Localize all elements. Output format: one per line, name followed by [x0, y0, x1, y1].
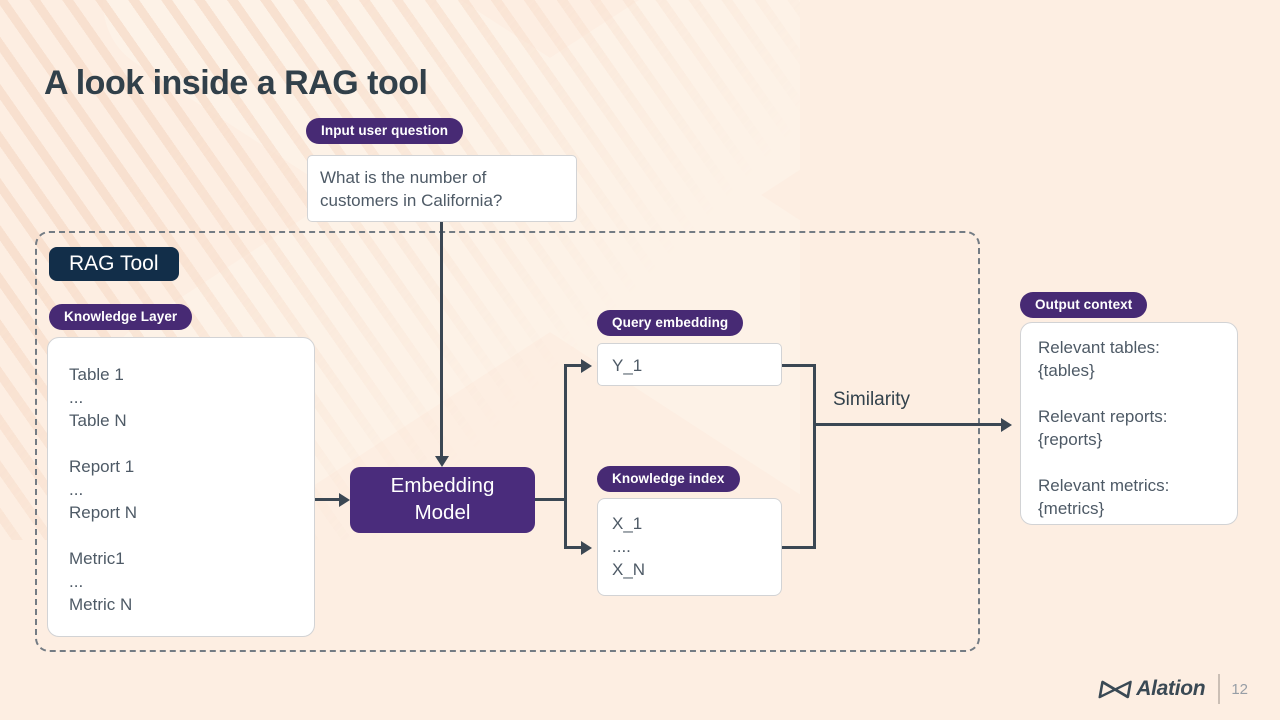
knowledge-layer-badge: Knowledge Layer	[49, 304, 193, 330]
arrowhead-right-output	[1001, 417, 1012, 432]
similarity-label: Similarity	[833, 389, 911, 410]
question-box: What is the number of customers in Calif…	[307, 155, 577, 222]
output-line: Relevant metrics:	[1038, 476, 1170, 495]
output-line: Relevant reports:	[1038, 407, 1168, 426]
arrowhead-right-query	[581, 358, 592, 373]
footer-divider	[1218, 674, 1221, 704]
question-line: What is the number of	[320, 168, 487, 187]
arrowhead-right-embedding	[339, 492, 350, 507]
embedding-model-label: Embedding	[390, 474, 495, 497]
output-line: Relevant tables:	[1038, 338, 1160, 357]
knowledge-item: ...	[69, 388, 84, 407]
knowledge-index-value: ....	[612, 537, 631, 556]
output-line: {reports}	[1038, 430, 1103, 449]
knowledge-item: Metric N	[69, 595, 133, 614]
output-line-gap	[1038, 382, 1237, 405]
connector-similarity	[813, 423, 1003, 426]
knowledge-item: Table N	[69, 411, 127, 430]
output-context-badge: Output context	[1020, 292, 1148, 318]
rag-tool-badge: RAG Tool	[49, 247, 179, 281]
output-line: {metrics}	[1038, 499, 1105, 518]
knowledge-item-gap	[69, 524, 314, 547]
knowledge-item: ...	[69, 572, 84, 591]
footer: Alation 12	[1096, 674, 1248, 704]
arrowhead-down-embedding	[435, 456, 449, 467]
query-embedding-box: Y_1	[597, 343, 782, 386]
alation-bowtie-icon	[1098, 680, 1133, 698]
output-line: {tables}	[1038, 361, 1095, 380]
knowledge-layer-box: Table 1 ... Table N Report 1 ... Report …	[47, 337, 315, 637]
page-title: A look inside a RAG tool	[44, 64, 428, 102]
input-user-question-badge: Input user question	[306, 118, 464, 144]
knowledge-item: Metric1	[69, 549, 125, 568]
knowledge-item: ...	[69, 480, 84, 499]
query-embedding-badge: Query embedding	[597, 310, 744, 336]
knowledge-index-box: X_1 .... X_N	[597, 498, 782, 596]
output-line-gap	[1038, 451, 1237, 474]
knowledge-item-gap	[69, 432, 314, 455]
embedding-model-box: Embedding Model	[350, 467, 535, 533]
connector-embedding-split	[564, 364, 567, 549]
embedding-model-label: Model	[414, 501, 471, 524]
knowledge-item: Report N	[69, 503, 138, 522]
connector-index-out	[782, 546, 816, 549]
knowledge-index-value: X_1	[612, 514, 643, 533]
connector-embedding-out	[535, 498, 567, 501]
connector-join	[813, 364, 816, 549]
connector-query-out	[782, 364, 816, 367]
page-number: 12	[1231, 680, 1248, 698]
question-line: customers in California?	[320, 191, 503, 210]
connector-to-knowledge-index	[564, 546, 583, 549]
brand-name: Alation	[1136, 677, 1206, 700]
knowledge-item: Report 1	[69, 457, 135, 476]
arrowhead-right-index	[581, 540, 592, 555]
output-context-box: Relevant tables: {tables} Relevant repor…	[1020, 322, 1238, 525]
knowledge-item: Table 1	[69, 365, 124, 384]
connector-knowledge-to-embedding	[315, 498, 341, 501]
knowledge-index-value: X_N	[612, 560, 646, 579]
connector-question-to-embedding	[440, 222, 443, 457]
knowledge-index-badge: Knowledge index	[597, 466, 740, 492]
rag-tool-container	[35, 231, 980, 652]
connector-to-query-embedding	[564, 364, 583, 367]
query-embedding-value: Y_1	[612, 356, 643, 375]
